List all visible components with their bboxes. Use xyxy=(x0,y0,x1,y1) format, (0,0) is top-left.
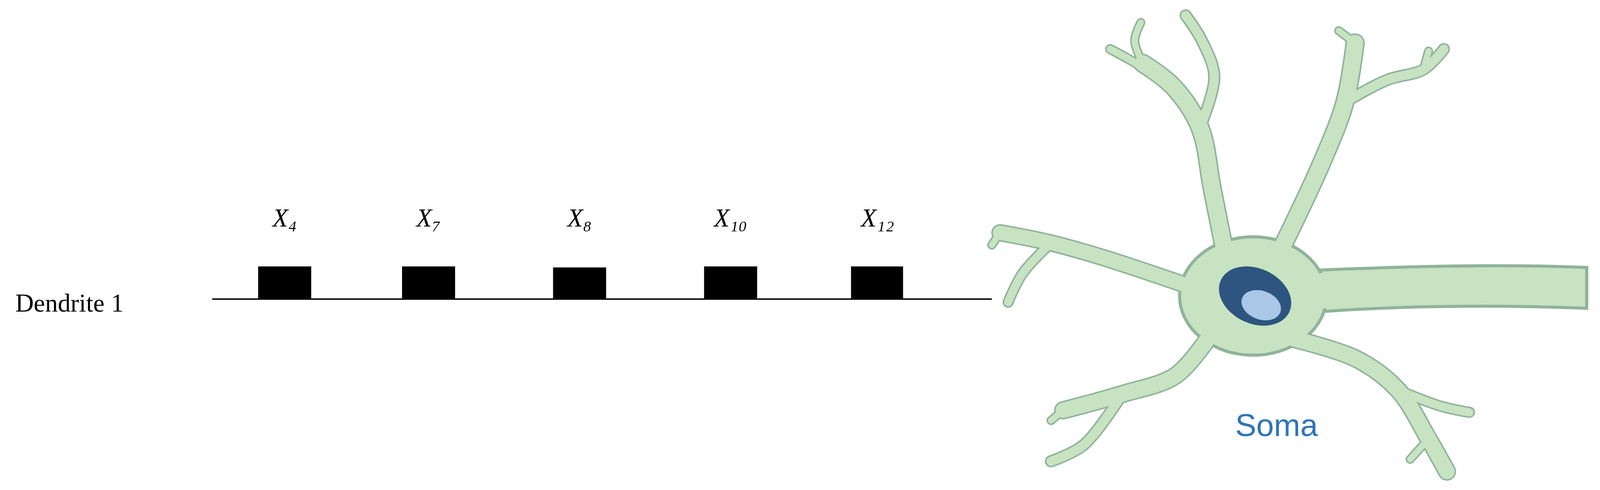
synapse-label: X₈ xyxy=(567,204,592,233)
dendrite-branch xyxy=(1051,410,1064,421)
dendrite-branch xyxy=(1280,42,1355,250)
synapse-label: X₇ xyxy=(416,204,441,233)
dendrite-branch xyxy=(1008,243,1052,303)
dendrite-label: Dendrite 1 xyxy=(15,289,124,318)
dendrite-branch xyxy=(991,232,1001,246)
dendrite-branch xyxy=(1008,243,1052,303)
dendrite-branch xyxy=(1338,30,1356,43)
dendrite-branch xyxy=(1423,51,1429,70)
dendrite-branch xyxy=(1280,42,1355,250)
nucleus xyxy=(1209,255,1302,337)
synapse-block xyxy=(703,266,757,299)
synapse-label: X₄ xyxy=(272,204,297,233)
dendrite-branch xyxy=(1134,22,1143,64)
synapse-block xyxy=(553,267,607,299)
dendrite-branch xyxy=(1051,393,1123,462)
synapse-block xyxy=(850,266,903,299)
soma-label: Soma xyxy=(1235,407,1319,443)
dendrite-branch xyxy=(1185,15,1215,128)
axon xyxy=(1287,268,1585,312)
axon xyxy=(1287,265,1587,315)
dendrite-branch xyxy=(1293,338,1447,472)
dendrite-branch xyxy=(1134,22,1143,64)
dendrite-branch xyxy=(1397,389,1470,413)
dendrite-branch xyxy=(1063,336,1210,411)
dendrite-branch xyxy=(1051,410,1064,421)
synapse-block xyxy=(402,266,456,299)
synapse-label: X₁₀ xyxy=(714,204,748,233)
synapse-block xyxy=(258,266,312,299)
synapse-label: X₁₂ xyxy=(861,204,895,233)
dendrite-branch xyxy=(1410,439,1429,460)
nucleolus xyxy=(1237,284,1286,326)
dendrite-branch xyxy=(991,232,1001,246)
cell-body xyxy=(1182,240,1324,353)
dendrite-branch xyxy=(1344,49,1444,103)
dendrite-branch xyxy=(1063,336,1210,411)
neuron xyxy=(991,15,1587,472)
